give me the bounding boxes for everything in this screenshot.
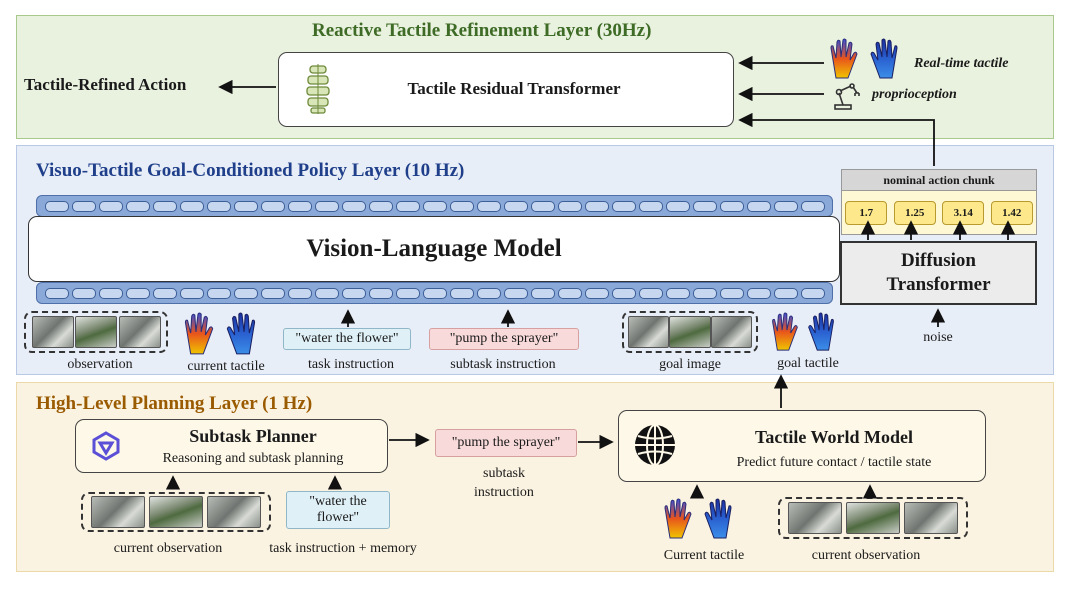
observation-thumbnail bbox=[31, 316, 74, 348]
policy-layer-title: Visuo-Tactile Goal-Conditioned Policy La… bbox=[36, 160, 465, 181]
task-instruction-memory-quote: "water the flower" bbox=[286, 491, 390, 529]
task-quote-line2: flower" bbox=[316, 510, 360, 525]
planner-logo-icon bbox=[92, 431, 120, 461]
action-value: 1.25 bbox=[893, 201, 936, 225]
noise-label: noise bbox=[923, 330, 953, 345]
nominal-action-chunk: nominal action chunk 1.7 1.25 3.14 1.42 bbox=[841, 169, 1037, 235]
current-tactile-hand-icon bbox=[184, 312, 214, 355]
diffusion-transformer-box: Diffusion Transformer bbox=[840, 241, 1037, 305]
reactive-layer-title: Reactive Tactile Refinement Layer (30Hz) bbox=[312, 20, 652, 41]
vlm-token-row-top bbox=[36, 195, 833, 217]
task-memory-label: task instruction + memory bbox=[269, 541, 417, 556]
observation-thumbnail bbox=[91, 496, 145, 528]
planning-layer-title: High-Level Planning Layer (1 Hz) bbox=[36, 393, 313, 414]
observation-thumbnail bbox=[118, 316, 161, 348]
tactile-world-model-title: Tactile World Model bbox=[754, 427, 913, 447]
goal-tactile-hand-icon bbox=[808, 312, 834, 351]
subtask-label-line2: instruction bbox=[474, 485, 534, 500]
action-value: 1.42 bbox=[990, 201, 1033, 225]
realtime-tactile-label: Real-time tactile bbox=[914, 56, 1009, 71]
task-quote-line1: "water the bbox=[309, 493, 367, 509]
goal-tactile-label: goal tactile bbox=[777, 356, 839, 371]
diffusion-transformer-line1: Diffusion bbox=[901, 250, 976, 272]
task-instruction-quote: "water the flower" bbox=[283, 328, 411, 350]
observation-thumbnail bbox=[788, 502, 842, 534]
tactile-world-model-box: Tactile World Model Predict future conta… bbox=[618, 410, 986, 482]
subtask-planner-subtitle: Reasoning and subtask planning bbox=[162, 451, 344, 466]
task-instruction-label: task instruction bbox=[308, 357, 394, 372]
robot-arm-icon bbox=[834, 83, 860, 110]
observation-thumbnail bbox=[75, 316, 117, 348]
observation-thumbnail bbox=[207, 496, 261, 528]
tactile-residual-transformer-label: Tactile Residual Transformer bbox=[407, 79, 621, 98]
current-observation-right-images bbox=[778, 497, 968, 539]
tactile-hand-icon bbox=[830, 38, 858, 79]
current-tactile-label: current tactile bbox=[187, 359, 265, 374]
subtask-planner-title: Subtask Planner bbox=[189, 426, 317, 446]
subtask-instruction-label: subtask instruction bbox=[450, 357, 556, 372]
vlm-token-row-bottom bbox=[36, 282, 833, 304]
observation-images bbox=[24, 311, 168, 353]
nominal-action-chunk-title: nominal action chunk bbox=[842, 170, 1036, 191]
proprioception-label: proprioception bbox=[872, 87, 957, 102]
goal-image-set bbox=[622, 311, 758, 353]
planned-subtask-quote: "pump the sprayer" bbox=[435, 429, 577, 457]
vision-language-model-box: Vision-Language Model bbox=[28, 216, 840, 282]
action-value: 1.7 bbox=[845, 201, 888, 225]
current-tactile-hand-icon bbox=[226, 312, 256, 355]
goal-tactile-hand-icon bbox=[772, 312, 798, 351]
current-observation-left-label: current observation bbox=[113, 541, 223, 556]
tactile-residual-transformer-box: Tactile Residual Transformer bbox=[278, 52, 734, 127]
subtask-instruction-quote: "pump the sprayer" bbox=[429, 328, 579, 350]
current-observation-right-label: current observation bbox=[811, 548, 921, 563]
action-value: 3.14 bbox=[942, 201, 985, 225]
tactile-hand-icon bbox=[870, 38, 898, 79]
globe-icon bbox=[635, 424, 675, 466]
tactile-refined-action-label: Tactile-Refined Action bbox=[24, 75, 187, 94]
goal-image-thumbnail bbox=[669, 316, 711, 348]
goal-image-thumbnail bbox=[628, 316, 670, 348]
observation-thumbnail bbox=[149, 496, 203, 528]
spine-icon bbox=[306, 64, 330, 114]
diffusion-transformer-line2: Transformer bbox=[886, 274, 991, 295]
observation-thumbnail bbox=[846, 502, 900, 534]
goal-image-label: goal image bbox=[659, 357, 721, 372]
subtask-label-line1: subtask bbox=[483, 466, 525, 481]
goal-image-thumbnail bbox=[710, 316, 752, 348]
current-tactile-hand-icon bbox=[704, 498, 732, 539]
current-tactile-hand-icon bbox=[664, 498, 692, 539]
tactile-world-model-subtitle: Predict future contact / tactile state bbox=[736, 455, 932, 470]
observation-thumbnail bbox=[904, 502, 958, 534]
current-observation-left-images bbox=[81, 492, 271, 532]
current-tactile-bottom-label: Current tactile bbox=[663, 548, 745, 563]
subtask-planner-box: Subtask Planner Reasoning and subtask pl… bbox=[75, 419, 388, 473]
observation-label: observation bbox=[67, 357, 133, 372]
